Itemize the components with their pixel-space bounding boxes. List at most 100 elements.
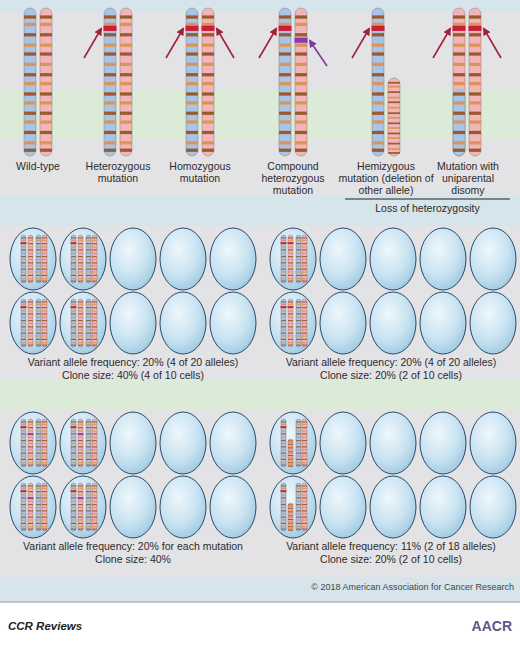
chromosome-band bbox=[42, 443, 47, 444]
chromosome-segment bbox=[453, 89, 464, 95]
chromosome-band bbox=[36, 526, 41, 527]
chromosome-band bbox=[296, 269, 301, 270]
chromosome-band bbox=[92, 495, 97, 496]
chromosome-band bbox=[78, 513, 83, 514]
chromosome-band bbox=[202, 101, 214, 104]
caption: Variant allele frequency: 20% for each m… bbox=[6, 540, 260, 552]
chromosome-band bbox=[28, 269, 33, 270]
chromosome-band bbox=[288, 517, 293, 518]
chromosome-band bbox=[281, 281, 286, 282]
chromosome-band bbox=[78, 317, 83, 318]
chromosome-band bbox=[78, 519, 83, 520]
chromosome-band bbox=[92, 249, 97, 250]
chromosome-band bbox=[302, 421, 307, 422]
chromosome-band bbox=[28, 443, 33, 444]
chromosome-band bbox=[202, 44, 214, 47]
cell bbox=[160, 412, 206, 474]
chromosome-band bbox=[92, 323, 97, 324]
chromosome-band bbox=[71, 517, 76, 518]
chromosome-band bbox=[86, 271, 91, 272]
cell bbox=[160, 476, 206, 538]
chromosome-band bbox=[281, 342, 286, 343]
chromosome-band bbox=[86, 424, 91, 425]
chromosome-band bbox=[42, 519, 47, 520]
chromosome-band bbox=[296, 281, 301, 282]
chromosome-band bbox=[288, 317, 293, 318]
chromosome-band bbox=[78, 440, 83, 441]
cell bbox=[60, 476, 106, 538]
chromosome-band bbox=[86, 440, 91, 441]
chromosome-band bbox=[92, 427, 97, 428]
chromosome-band bbox=[42, 275, 47, 276]
chromosome-band bbox=[296, 240, 301, 241]
chromosome-band bbox=[21, 449, 26, 450]
chromosome-band bbox=[78, 253, 83, 254]
cell bbox=[270, 228, 316, 290]
cell bbox=[210, 292, 256, 354]
chromosome-band bbox=[21, 271, 26, 272]
chromosome-band bbox=[24, 73, 36, 76]
chromosome-band bbox=[186, 15, 198, 18]
chromosome-band bbox=[288, 265, 293, 266]
chromosome-band bbox=[28, 326, 33, 327]
chromosome-band bbox=[42, 323, 47, 324]
chromosome-band bbox=[42, 462, 47, 463]
chromosome-band bbox=[71, 329, 76, 330]
chromosome bbox=[281, 235, 286, 283]
chromosome-band bbox=[279, 82, 291, 85]
chromosome-band bbox=[24, 149, 36, 152]
chromosome-band bbox=[21, 253, 26, 254]
chromosome-band bbox=[40, 149, 52, 152]
chromosome-band bbox=[296, 424, 301, 425]
cell bbox=[470, 412, 516, 474]
chromosome-band bbox=[104, 149, 116, 152]
chromosome-band bbox=[302, 345, 307, 346]
chromosome-band bbox=[302, 317, 307, 318]
chromosome-band bbox=[302, 311, 307, 312]
chromosome-band bbox=[42, 307, 47, 308]
chromosome-band bbox=[92, 465, 97, 466]
chromosome-band bbox=[288, 307, 293, 308]
chromosome-band bbox=[120, 92, 132, 95]
chromosome-band bbox=[281, 259, 286, 260]
chromosome-band bbox=[288, 326, 293, 327]
chromosome-band bbox=[279, 63, 291, 66]
chromosome-band bbox=[288, 508, 293, 509]
chromosome-band bbox=[36, 431, 41, 432]
cell bbox=[210, 228, 256, 290]
chromosome-band bbox=[28, 501, 33, 502]
cell bbox=[210, 412, 256, 474]
caption: Clone size: 40% bbox=[6, 553, 260, 565]
chromosome-band bbox=[71, 345, 76, 346]
chromosome-band bbox=[302, 326, 307, 327]
chromosome-band bbox=[288, 243, 293, 244]
chromosome-band bbox=[469, 33, 481, 36]
chromosome-band bbox=[388, 112, 400, 114]
chromosome-band bbox=[21, 433, 26, 434]
chromosome-band bbox=[302, 253, 307, 254]
chromosome-band bbox=[288, 515, 293, 516]
chromosome-band bbox=[281, 237, 286, 238]
chromosome-band bbox=[281, 320, 286, 321]
chromosome-band bbox=[71, 491, 76, 492]
chromosome-band bbox=[296, 443, 301, 444]
chromosome-band bbox=[78, 526, 83, 527]
chromosome-band bbox=[104, 120, 116, 123]
chromosome-band bbox=[372, 141, 384, 144]
chromosome bbox=[302, 419, 307, 467]
chromosome-band bbox=[71, 495, 76, 496]
chromosome-band bbox=[21, 424, 26, 425]
chromosome-band bbox=[104, 73, 116, 76]
chromosome-band bbox=[86, 446, 91, 447]
chromosome-band bbox=[288, 281, 293, 282]
chromosome-band bbox=[302, 304, 307, 305]
chromosome-band bbox=[28, 281, 33, 282]
chromosome-band bbox=[78, 262, 83, 263]
chromosome-band bbox=[78, 529, 83, 530]
chromosome-band bbox=[71, 526, 76, 527]
chromosome-band bbox=[21, 237, 26, 238]
chromosome-band bbox=[295, 44, 307, 47]
chromosome-band bbox=[42, 278, 47, 279]
chromosome bbox=[296, 483, 301, 531]
chromosome-band bbox=[21, 249, 26, 250]
